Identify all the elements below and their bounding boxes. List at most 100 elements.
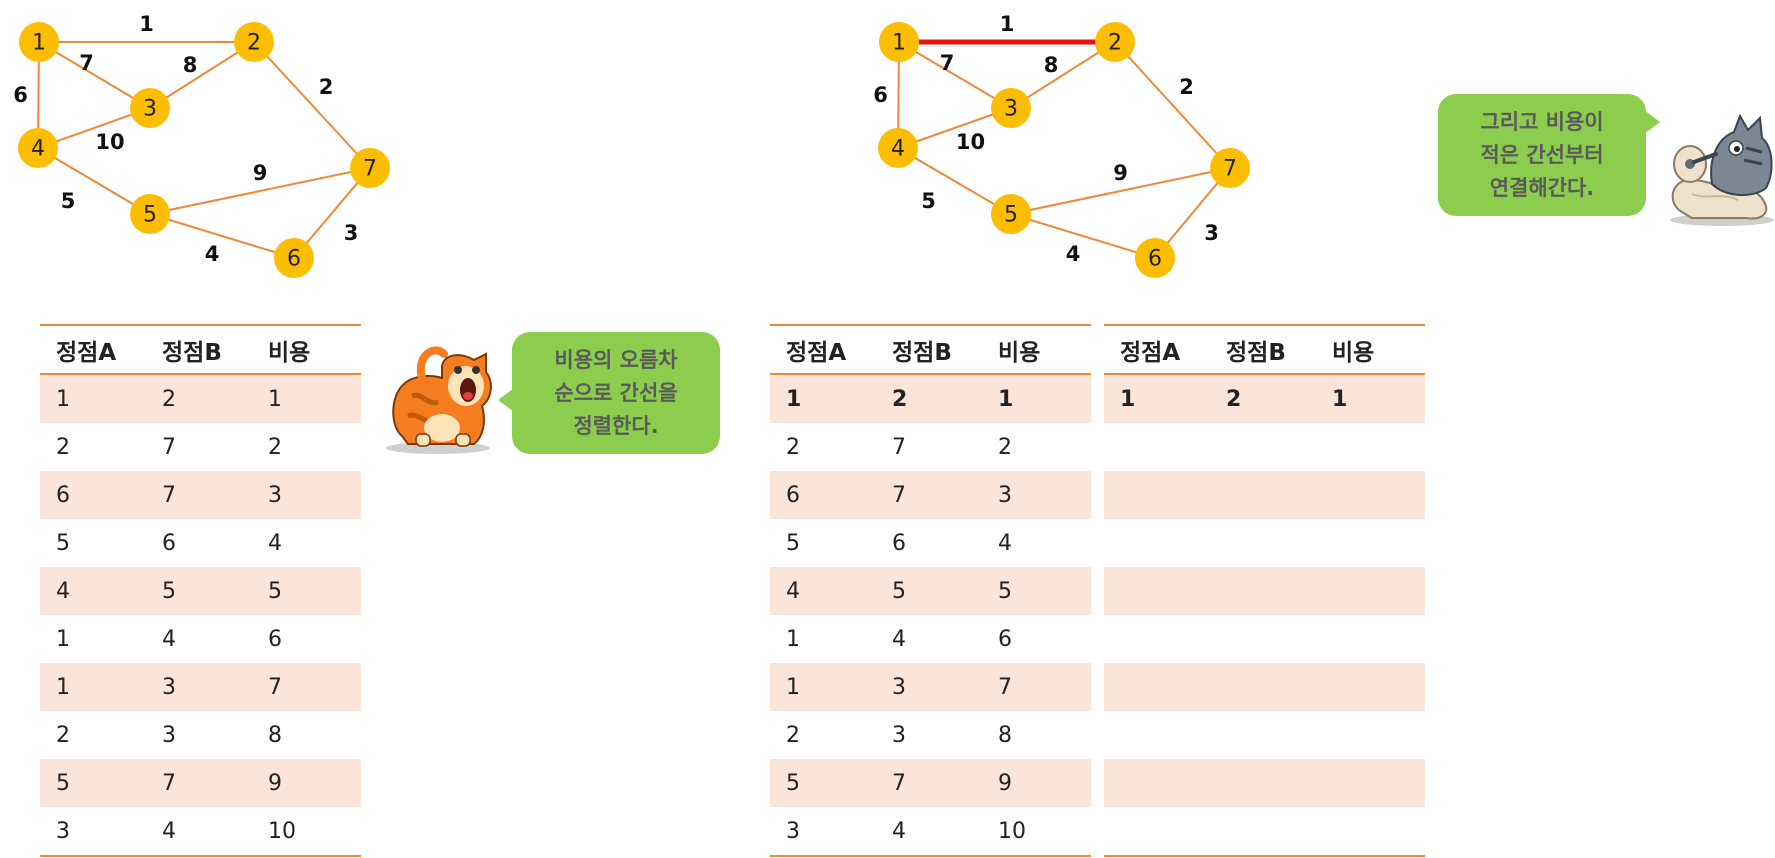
bubble-line-3: 연결해간다.	[1489, 175, 1595, 200]
edge-weight-6-7: 3	[344, 221, 359, 245]
node-circle	[879, 22, 919, 62]
cell-vertex-a: 4	[786, 578, 800, 604]
header-vertex-b: 정점B	[892, 339, 952, 366]
cell-vertex-a: 1	[786, 626, 800, 652]
node-label: 5	[143, 203, 157, 228]
cell-cost: 10	[268, 818, 296, 844]
cell-cost: 6	[268, 626, 282, 652]
node-label: 3	[143, 97, 157, 122]
cell-vertex-b: 7	[892, 770, 906, 796]
cell-vertex-a: 2	[56, 722, 70, 748]
edge-4-5	[37, 147, 151, 215]
bubble-line-1: 그리고 비용이	[1480, 109, 1604, 134]
header-cost: 비용	[998, 339, 1041, 366]
edge-weight-6-7: 3	[1204, 221, 1219, 245]
edge-1-3	[898, 41, 1012, 109]
cell-vertex-a: 1	[786, 386, 802, 412]
cell-cost: 6	[998, 626, 1012, 652]
bubble-line-3: 정렬한다.	[573, 413, 659, 438]
edge-5-7	[1010, 167, 1231, 215]
edge-2-3	[149, 41, 255, 109]
cell-vertex-b: 5	[162, 578, 176, 604]
cell-vertex-a: 5	[786, 530, 800, 556]
gray-cat-illustration	[1670, 113, 1774, 226]
node-circle	[18, 128, 58, 168]
cell-cost: 1	[1332, 386, 1348, 412]
node-circle	[130, 88, 170, 128]
cell-cost: 1	[998, 386, 1014, 412]
node-2: 2	[1095, 22, 1135, 62]
node-label: 4	[31, 137, 45, 162]
cell-cost: 7	[998, 674, 1012, 700]
cell-vertex-b: 2	[1226, 386, 1242, 412]
cell-vertex-b: 3	[892, 674, 906, 700]
node-4: 4	[18, 128, 58, 168]
edge-3-4	[897, 107, 1012, 149]
cell-cost: 4	[998, 530, 1012, 556]
node-5: 5	[991, 194, 1031, 234]
cell-cost: 2	[268, 434, 282, 460]
cell-vertex-a: 2	[786, 722, 800, 748]
table-row	[1104, 567, 1425, 615]
cell-cost: 9	[268, 770, 282, 796]
node-label: 7	[363, 157, 377, 182]
table-row: 1 2 1	[770, 375, 1091, 423]
node-1: 1	[19, 22, 59, 62]
cell-cost: 7	[268, 674, 282, 700]
edge-1-4	[37, 41, 40, 149]
table-row	[1104, 519, 1425, 567]
edge-weight-2-3: 8	[183, 53, 198, 77]
edge-weight-1-2: 1	[1000, 12, 1015, 36]
cell-cost: 8	[268, 722, 282, 748]
node-circle	[274, 238, 314, 278]
node-circle	[350, 148, 390, 188]
cell-vertex-a: 3	[56, 818, 70, 844]
edge-weight-5-6: 4	[1066, 242, 1081, 266]
edge-6-7	[293, 167, 371, 259]
header-vertex-a: 정점A	[1120, 339, 1181, 366]
cell-vertex-b: 4	[162, 626, 176, 652]
cell-cost: 4	[268, 530, 282, 556]
cell-cost: 3	[998, 482, 1012, 508]
node-label: 6	[287, 247, 301, 272]
table-row	[1104, 471, 1425, 519]
edge-5-6	[149, 213, 295, 259]
edge-3-4	[37, 107, 151, 149]
node-label: 1	[32, 31, 46, 56]
header-vertex-b: 정점B	[162, 339, 222, 366]
node-circle	[1210, 148, 1250, 188]
edge-5-7	[149, 167, 371, 215]
edge-layer	[37, 41, 371, 259]
node-label: 1	[892, 31, 906, 56]
cell-cost: 1	[268, 386, 282, 412]
table-row	[1104, 423, 1425, 471]
cell-vertex-a: 1	[56, 386, 70, 412]
node-label: 4	[891, 137, 905, 162]
cell-vertex-a: 5	[56, 770, 70, 796]
cell-vertex-a: 2	[786, 434, 800, 460]
edge-4-5	[897, 147, 1012, 215]
node-circle	[991, 88, 1031, 128]
cell-vertex-b: 2	[892, 386, 908, 412]
bubble-tail	[498, 388, 514, 412]
node-3: 3	[991, 88, 1031, 128]
table-row	[1104, 807, 1425, 855]
cell-vertex-b: 3	[892, 722, 906, 748]
cell-vertex-a: 1	[56, 626, 70, 652]
node-7: 7	[350, 148, 390, 188]
cell-cost: 2	[998, 434, 1012, 460]
